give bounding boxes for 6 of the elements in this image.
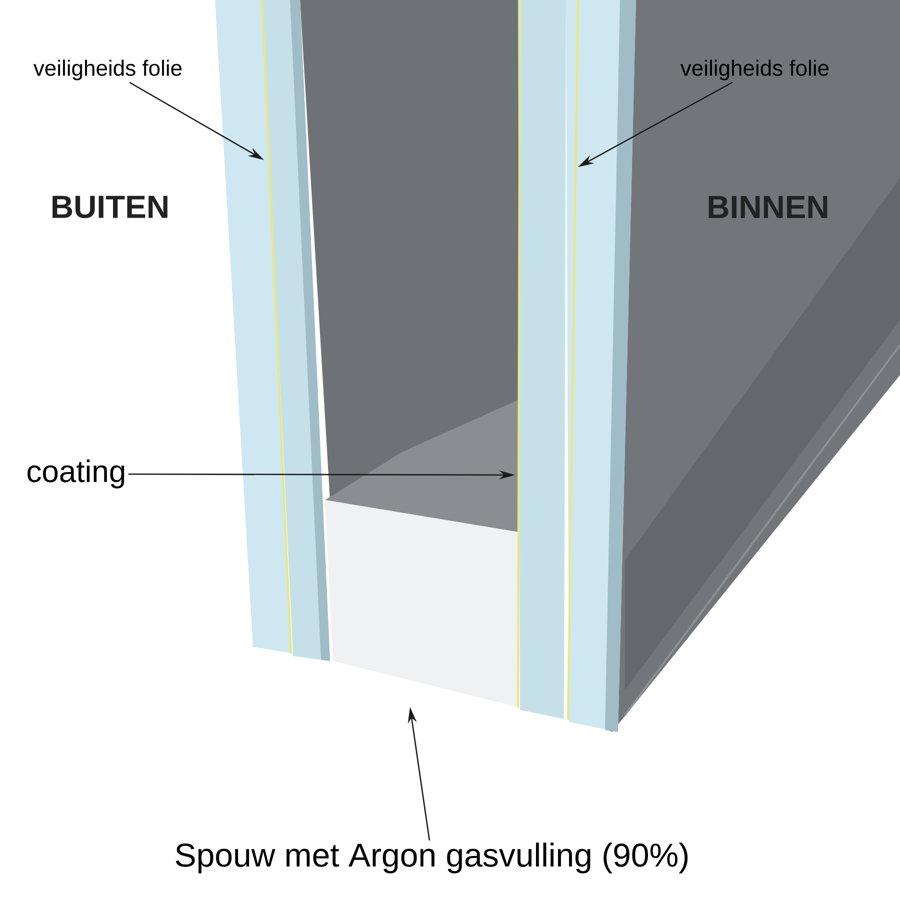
- side-label: BINNEN: [708, 196, 828, 218]
- callout-text: veiligheids folie: [33, 60, 182, 80]
- side-label: BUITEN: [52, 196, 168, 218]
- callout-text: Spouw met Argon gasvulling (90%): [176, 842, 688, 874]
- callout-text: veiligheids folie: [680, 60, 829, 80]
- callout-text: coating: [28, 460, 124, 488]
